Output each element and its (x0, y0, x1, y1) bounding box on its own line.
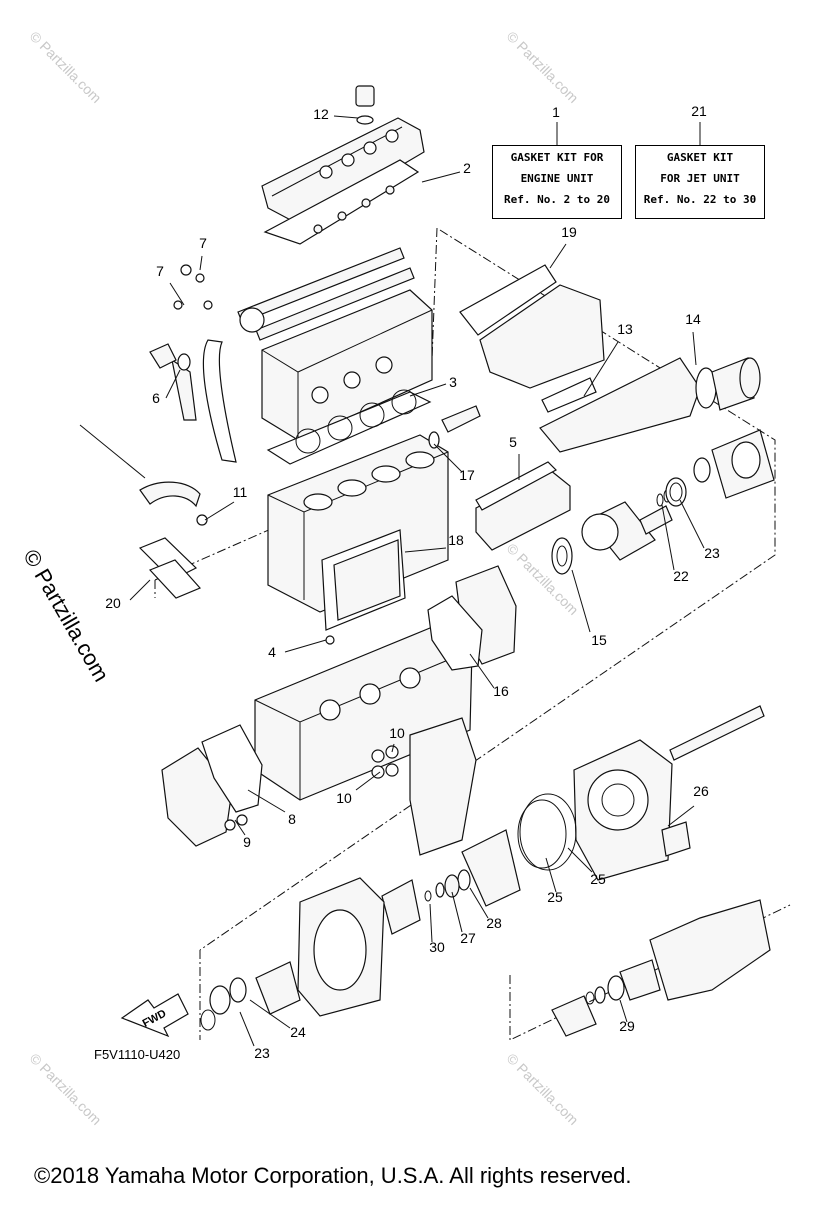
callout-number: 25 (547, 889, 563, 905)
leader-line (391, 743, 395, 753)
callout-number: 7 (199, 235, 207, 251)
exhaust-pipe (539, 357, 761, 453)
gasket-kit-jet-box: GASKET KIT FOR JET UNIT Ref. No. 22 to 3… (635, 145, 765, 219)
oil-hose (139, 481, 201, 508)
callout-number: 12 (313, 106, 329, 122)
leader-line (667, 805, 695, 827)
callout-number: 8 (288, 811, 296, 827)
leader-line (679, 499, 705, 549)
oil-pump-gasket (201, 724, 263, 813)
callout-number: 6 (152, 390, 160, 406)
gasket-kit-engine-box: GASKET KIT FOR ENGINE UNIT Ref. No. 2 to… (492, 145, 622, 219)
camshafts (237, 247, 415, 341)
callout-number: 1 (552, 104, 560, 120)
forward-arrow: FWD (120, 993, 189, 1038)
jet-drive-shaft (573, 705, 765, 881)
impeller-liner (461, 829, 521, 907)
callout-number: 7 (156, 263, 164, 279)
kit-jet-line1: GASKET KIT (666, 151, 734, 164)
diagram-code: F5V1110-U420 (94, 1047, 181, 1062)
callout-number: 17 (459, 467, 475, 483)
leader-line (165, 369, 181, 399)
callout-number: 26 (693, 783, 709, 799)
dipstick (79, 424, 146, 479)
leader-line (249, 999, 291, 1029)
small-fasteners (149, 264, 481, 831)
callout-number: 22 (673, 568, 689, 584)
jet-nozzle (649, 899, 771, 1001)
head-gasket (266, 389, 432, 465)
kit-jet-line2: FOR JET UNIT (660, 172, 740, 185)
cylinder-head-cover (261, 85, 425, 226)
cylinder-head (261, 289, 433, 441)
kit-engine-line3: Ref. No. 2 to 20 (504, 193, 610, 206)
callout-number: 27 (460, 930, 476, 946)
kit-engine-line1: GASKET KIT FOR (510, 151, 604, 164)
callout-number: 14 (685, 311, 701, 327)
leader-line (421, 171, 461, 183)
leader-line (583, 341, 619, 397)
crankcase-cover (409, 717, 477, 856)
callout-number: 24 (290, 1024, 306, 1040)
callout-number: 13 (617, 321, 633, 337)
leader-line (469, 653, 495, 689)
leader-line (404, 547, 447, 553)
drive-coupling (551, 429, 775, 575)
leader-line (567, 847, 593, 873)
callout-number: 15 (591, 632, 607, 648)
leader-line (355, 771, 381, 791)
callout-number: 29 (619, 1018, 635, 1034)
callout-number: 5 (509, 434, 517, 450)
callout-number: 2 (463, 160, 471, 176)
leader-line (169, 282, 185, 306)
callout-number: 23 (704, 545, 720, 561)
leader-line (549, 243, 567, 269)
callout-number: 11 (233, 484, 248, 500)
liner-rings (517, 793, 577, 871)
callout-number: 20 (105, 595, 121, 611)
leader-line (333, 115, 359, 119)
leader-line (571, 569, 591, 633)
callout-number: 25 (590, 871, 606, 887)
leader-line (469, 887, 489, 919)
callout-number: 16 (493, 683, 509, 699)
leader-line (129, 579, 151, 601)
callout-number: 30 (429, 939, 445, 955)
callout-number: 3 (449, 374, 457, 390)
kit-engine-line2: ENGINE UNIT (520, 172, 594, 185)
pump-plate (255, 961, 301, 1015)
callout-number: 21 (691, 103, 707, 119)
leader-line (429, 903, 433, 943)
callout-number: 4 (268, 644, 276, 660)
callout-number: 23 (254, 1045, 270, 1061)
leader-line (545, 857, 557, 893)
impeller (381, 879, 421, 935)
callout-number: 10 (389, 725, 405, 741)
leader-line (234, 819, 246, 836)
callout-number: 18 (448, 532, 464, 548)
exhaust-manifold (459, 264, 605, 389)
leader-line (451, 891, 463, 933)
callout-number: 28 (486, 915, 502, 931)
kit-jet-line3: Ref. No. 22 to 30 (643, 193, 757, 206)
leader-line (661, 504, 675, 571)
leader-line (284, 639, 327, 653)
callout-number: 9 (243, 834, 251, 850)
callout-layer: 1234567789101011121314151617181920212223… (105, 103, 720, 1061)
leader-line (433, 443, 463, 473)
leader-line (239, 1011, 255, 1047)
callout-number: 19 (561, 224, 577, 240)
leader-line (199, 255, 203, 271)
crankcase (254, 627, 473, 801)
leader-line (619, 999, 628, 1023)
leader-line (692, 331, 697, 366)
copyright-notice: ©2018 Yamaha Motor Corporation, U.S.A. A… (34, 1163, 632, 1188)
leader-line (247, 789, 286, 813)
head-cover-gasket (263, 159, 420, 245)
leader-line (409, 383, 447, 397)
leader-line (204, 501, 235, 521)
callout-number: 10 (336, 790, 352, 806)
